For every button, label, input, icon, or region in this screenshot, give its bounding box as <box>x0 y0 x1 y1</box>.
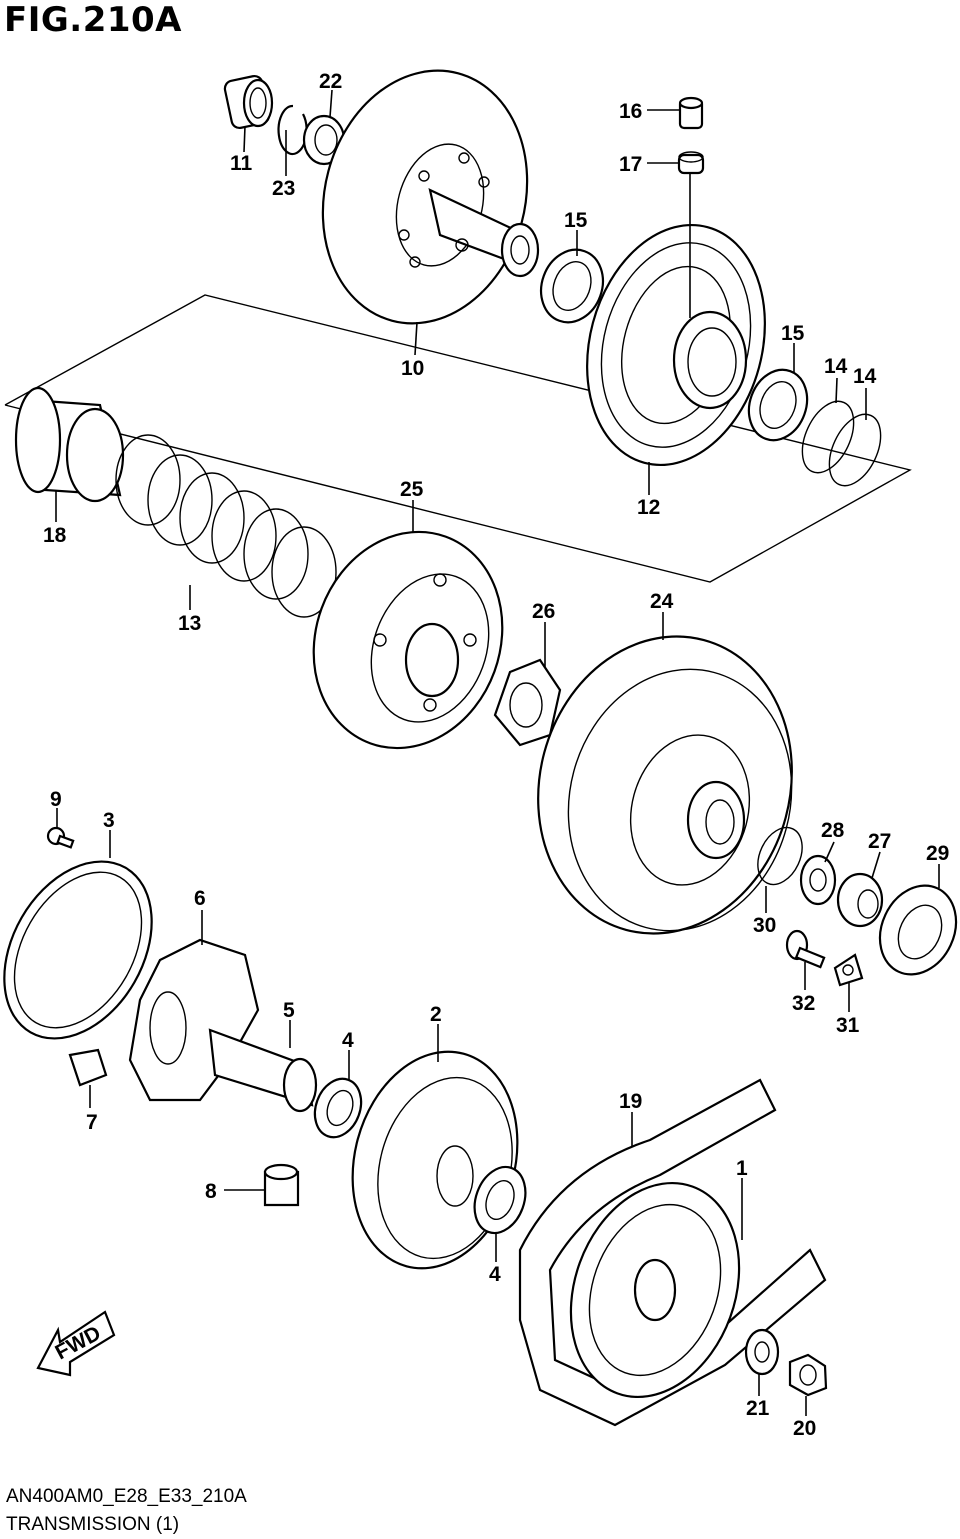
part-9-screw[interactable] <box>46 826 75 849</box>
callout-12: 12 <box>637 496 660 519</box>
part-30-o-ring[interactable] <box>749 820 811 891</box>
assembly-outline <box>4 294 912 583</box>
part-8-collar[interactable] <box>263 1163 300 1207</box>
part-21-washer[interactable] <box>744 1328 780 1376</box>
part-4-bearing[interactable] <box>307 1072 369 1143</box>
part-24-clutch-housing[interactable] <box>505 608 824 962</box>
callout-25: 25 <box>400 478 424 501</box>
part-27-nut[interactable] <box>836 872 884 928</box>
callout-13: 13 <box>178 612 201 635</box>
part-28-washer[interactable] <box>799 854 837 906</box>
callout-15: 15 <box>564 209 588 232</box>
part-20-nut[interactable] <box>788 1353 828 1397</box>
figure-name: TRANSMISSION (1) <box>6 1514 180 1535</box>
part-10-fixed-sheave[interactable] <box>295 47 554 346</box>
part-3-cover[interactable] <box>0 835 182 1065</box>
part-17-collar[interactable] <box>677 151 705 175</box>
callout-17: 17 <box>619 153 642 176</box>
part-5-sleeve[interactable] <box>208 1028 318 1113</box>
callout-21: 21 <box>746 1397 770 1420</box>
callout-18: 18 <box>43 524 67 547</box>
part-2-movable-drive-face[interactable] <box>329 1033 540 1287</box>
callout-1: 1 <box>736 1157 748 1180</box>
part-29-bearing[interactable] <box>866 873 960 987</box>
callout-11: 11 <box>230 152 253 175</box>
callout-20: 20 <box>793 1417 816 1440</box>
part-31-lock-washer[interactable] <box>833 953 864 987</box>
callout-5: 5 <box>283 999 295 1022</box>
callout-14: 14 <box>824 355 848 378</box>
leader-lines <box>55 89 940 1416</box>
figure-code: AN400AM0_E28_E33_210A <box>6 1486 247 1507</box>
callout-22: 22 <box>319 70 342 93</box>
part-11-needle-bearing[interactable] <box>223 74 274 130</box>
part-13-spring[interactable] <box>115 434 337 618</box>
callout-32: 32 <box>792 992 815 1015</box>
part-12-movable-sheave[interactable] <box>561 205 790 485</box>
part-15-oil-seal[interactable] <box>531 241 613 331</box>
callout-30: 30 <box>753 914 776 937</box>
figure-title: FIG.210A <box>4 0 182 40</box>
callout-8: 8 <box>205 1180 217 1203</box>
part-4-bearing-2[interactable] <box>466 1160 534 1240</box>
callout-2: 2 <box>430 1003 442 1026</box>
callout-14: 14 <box>853 365 877 388</box>
callout-28: 28 <box>821 819 845 842</box>
part-16-pin[interactable] <box>678 96 704 130</box>
callout-29: 29 <box>926 842 949 865</box>
callout-19: 19 <box>619 1090 642 1113</box>
part-15-oil-seal-2[interactable] <box>739 362 816 449</box>
part-14-o-ring[interactable] <box>792 393 891 493</box>
callout-31: 31 <box>836 1014 860 1037</box>
callout-15: 15 <box>781 322 805 345</box>
part-32-bolt[interactable] <box>785 929 826 969</box>
part-7-slide-guide[interactable] <box>68 1048 108 1087</box>
callout-3: 3 <box>103 809 115 832</box>
callout-24: 24 <box>650 590 674 613</box>
part-25-clutch-assy[interactable] <box>284 505 532 775</box>
callout-16: 16 <box>619 100 642 123</box>
callout-7: 7 <box>86 1111 98 1134</box>
callout-10: 10 <box>401 357 424 380</box>
callout-6: 6 <box>194 887 206 910</box>
part-18-spring-seat[interactable] <box>14 386 125 503</box>
part-1-drive-face[interactable] <box>542 1159 768 1420</box>
callout-27: 27 <box>868 830 891 853</box>
fwd-arrow-icon: FWD <box>36 1310 116 1377</box>
callout-26: 26 <box>532 600 555 623</box>
callout-4: 4 <box>342 1029 354 1052</box>
part-23-circlip[interactable] <box>277 104 308 156</box>
callout-9: 9 <box>50 788 62 811</box>
callout-4: 4 <box>489 1263 501 1286</box>
callout-23: 23 <box>272 177 295 200</box>
